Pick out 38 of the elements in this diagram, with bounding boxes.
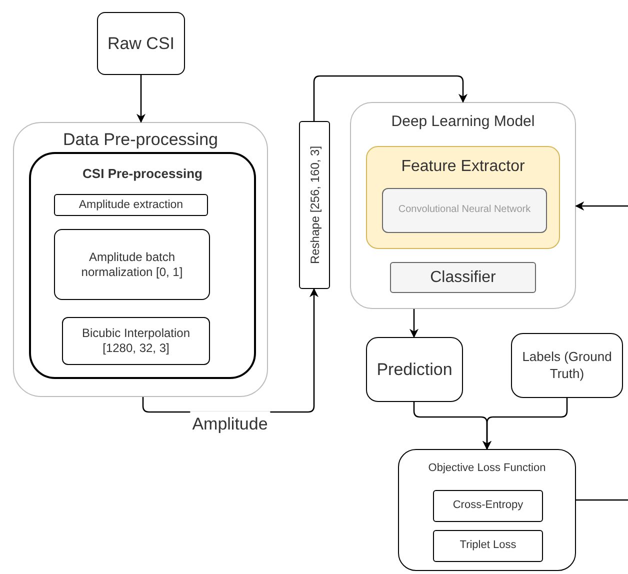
process-box (382, 188, 547, 233)
process-box (433, 490, 543, 522)
process-box (299, 121, 330, 289)
node-label: Bicubic Interpolation [1280, 32, 3] (80, 326, 192, 356)
group-panel (13, 122, 268, 397)
node-label: Amplitude extraction (78, 198, 184, 212)
process-box (97, 12, 185, 75)
process-box (54, 194, 208, 216)
group-panel (29, 152, 256, 379)
group-panel (398, 449, 576, 571)
node-label: Cross-Entropy (452, 499, 524, 513)
process-box (62, 317, 210, 365)
arrow (575, 201, 628, 211)
node-label: Reshape [256, 160, 3] (306, 146, 322, 264)
node-label: Convolutional Neural Network (397, 204, 532, 217)
group-title: Data Pre-processing (63, 129, 218, 150)
process-box (366, 337, 463, 402)
node-label: Amplitude batch normalization [0, 1] (80, 250, 184, 280)
arrow (409, 309, 419, 338)
arrow (482, 398, 568, 450)
node-label: Labels (Ground Truth) (521, 349, 613, 382)
process-box (511, 333, 623, 398)
node-label: Classifier (430, 268, 496, 288)
process-box (433, 530, 543, 562)
process-box (390, 262, 536, 293)
group-title: CSI Pre-processing (82, 165, 202, 182)
arrow (313, 75, 468, 121)
connector-line (576, 499, 628, 501)
node-label: Triplet Loss (460, 539, 516, 553)
group-title: Deep Learning Model (391, 112, 535, 132)
group-title: Feature Extractor (401, 157, 525, 177)
arrow (136, 75, 146, 123)
node-label: Raw CSI (107, 32, 175, 54)
group-panel (366, 146, 560, 249)
process-box (54, 229, 210, 300)
group-panel (350, 102, 576, 309)
group-title: Objective Loss Function (428, 461, 546, 476)
node-label: Prediction (376, 358, 452, 380)
